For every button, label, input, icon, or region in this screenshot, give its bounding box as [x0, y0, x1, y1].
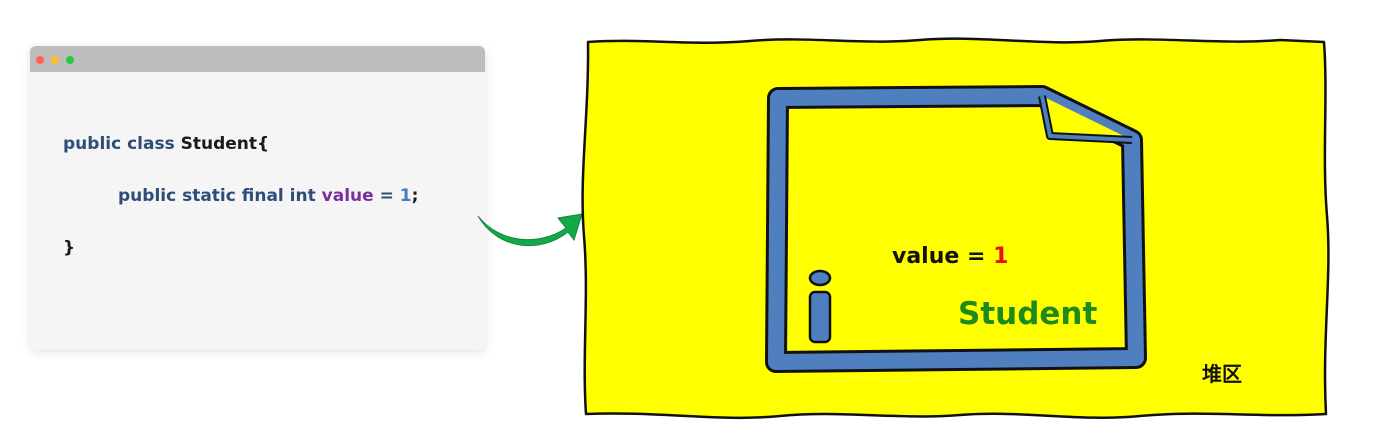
code-line-field-declaration: public static final int value = 1;: [118, 186, 418, 206]
heap-area: [581, 37, 1330, 420]
maximize-dot-icon[interactable]: [66, 56, 74, 64]
code-class-name: Student: [180, 134, 258, 154]
heap-label: 堆区: [1202, 362, 1242, 386]
object-field-label: value = 1: [892, 244, 1008, 269]
code-field-identifier: value: [321, 186, 374, 206]
object-class-label: Student: [958, 296, 1098, 332]
code-close-brace: }: [63, 238, 76, 258]
curved-arrow-icon: [477, 213, 583, 247]
window-titlebar: [30, 46, 485, 72]
code-assign-operator: =: [373, 186, 400, 206]
code-line-close: }: [63, 238, 75, 258]
object-field-value: 1: [993, 244, 1009, 269]
close-dot-icon[interactable]: [36, 56, 44, 64]
code-field-keywords: public static final int: [118, 186, 322, 206]
code-semicolon: ;: [411, 186, 419, 206]
document-icon: [765, 85, 1147, 373]
code-field-number: 1: [399, 186, 412, 206]
code-open-brace: {: [257, 134, 270, 154]
code-keywords: public class: [63, 134, 181, 154]
code-line-class-declaration: public class Student{: [63, 134, 269, 154]
minimize-dot-icon[interactable]: [51, 56, 59, 64]
object-field-name: value =: [892, 244, 994, 269]
code-window: public class Student{ public static fina…: [30, 46, 485, 350]
info-icon: [808, 269, 832, 344]
